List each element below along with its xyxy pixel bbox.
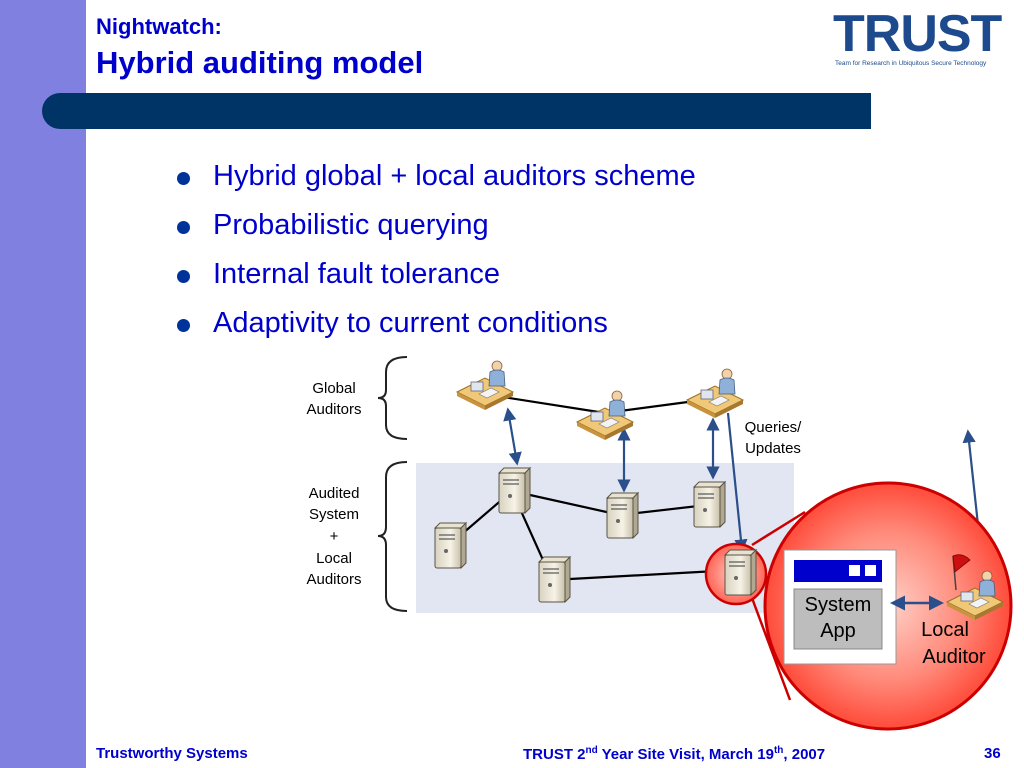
bullet-list: Hybrid global + local auditors scheme Pr…	[170, 152, 696, 348]
audited-system-brace	[377, 461, 408, 612]
window-close-icon	[865, 565, 876, 576]
svg-text:Local: Local	[921, 619, 969, 641]
server-icon	[606, 492, 639, 539]
global-auditors-label: Global Auditors	[306, 380, 361, 418]
system-app-label: System	[805, 594, 872, 616]
footer-left-text: Trustworthy Systems	[96, 745, 248, 762]
trust-logo: TRUST Team for Research in Ubiquitous Se…	[833, 5, 1013, 72]
svg-text:Audited: Audited	[309, 485, 360, 502]
queries-updates-label: Queries/ Updates	[745, 419, 803, 457]
slide-title-prefix: Nightwatch:	[96, 14, 222, 39]
page-number: 36	[984, 745, 1001, 762]
local-auditor-label: Local Auditor	[921, 619, 986, 668]
logo-tagline: Team for Research in Ubiquitous Secure T…	[835, 60, 987, 67]
svg-text:System: System	[309, 506, 359, 523]
bullet-item: Probabilistic querying	[170, 201, 696, 250]
global-auditor-workstation	[456, 360, 514, 411]
server-icon	[498, 467, 531, 514]
audited-system-label: Audited System + Local Auditors	[306, 485, 361, 588]
svg-text:+: +	[330, 528, 339, 545]
server-icon	[434, 522, 467, 569]
server-icon	[724, 549, 757, 596]
bullet-item: Internal fault tolerance	[170, 250, 696, 299]
svg-text:App: App	[820, 620, 856, 642]
footer-center-text: TRUST 2nd Year Site Visit, March 19th, 2…	[523, 745, 826, 763]
bullet-item: Adaptivity to current conditions	[170, 299, 696, 348]
system-app-window: System App	[783, 549, 897, 665]
svg-text:Global: Global	[312, 380, 355, 397]
global-auditors-brace	[377, 356, 408, 440]
slide-title: Hybrid auditing model	[96, 45, 424, 80]
server-icon	[538, 556, 571, 603]
svg-text:Updates: Updates	[745, 440, 801, 457]
server-icon	[693, 481, 726, 528]
svg-text:Auditor: Auditor	[922, 646, 986, 668]
bullet-item: Hybrid global + local auditors scheme	[170, 152, 696, 201]
header-divider-bar	[42, 93, 871, 129]
svg-text:Local: Local	[316, 550, 352, 567]
global-auditor-workstation	[686, 368, 744, 419]
svg-text:Auditors: Auditors	[306, 571, 361, 588]
window-restore-icon	[849, 565, 860, 576]
logo-text: TRUST	[833, 5, 1002, 63]
svg-text:Queries/: Queries/	[745, 419, 803, 436]
svg-text:Auditors: Auditors	[306, 401, 361, 418]
flag-icon	[952, 554, 971, 591]
zoom-connector-lines	[750, 510, 806, 701]
